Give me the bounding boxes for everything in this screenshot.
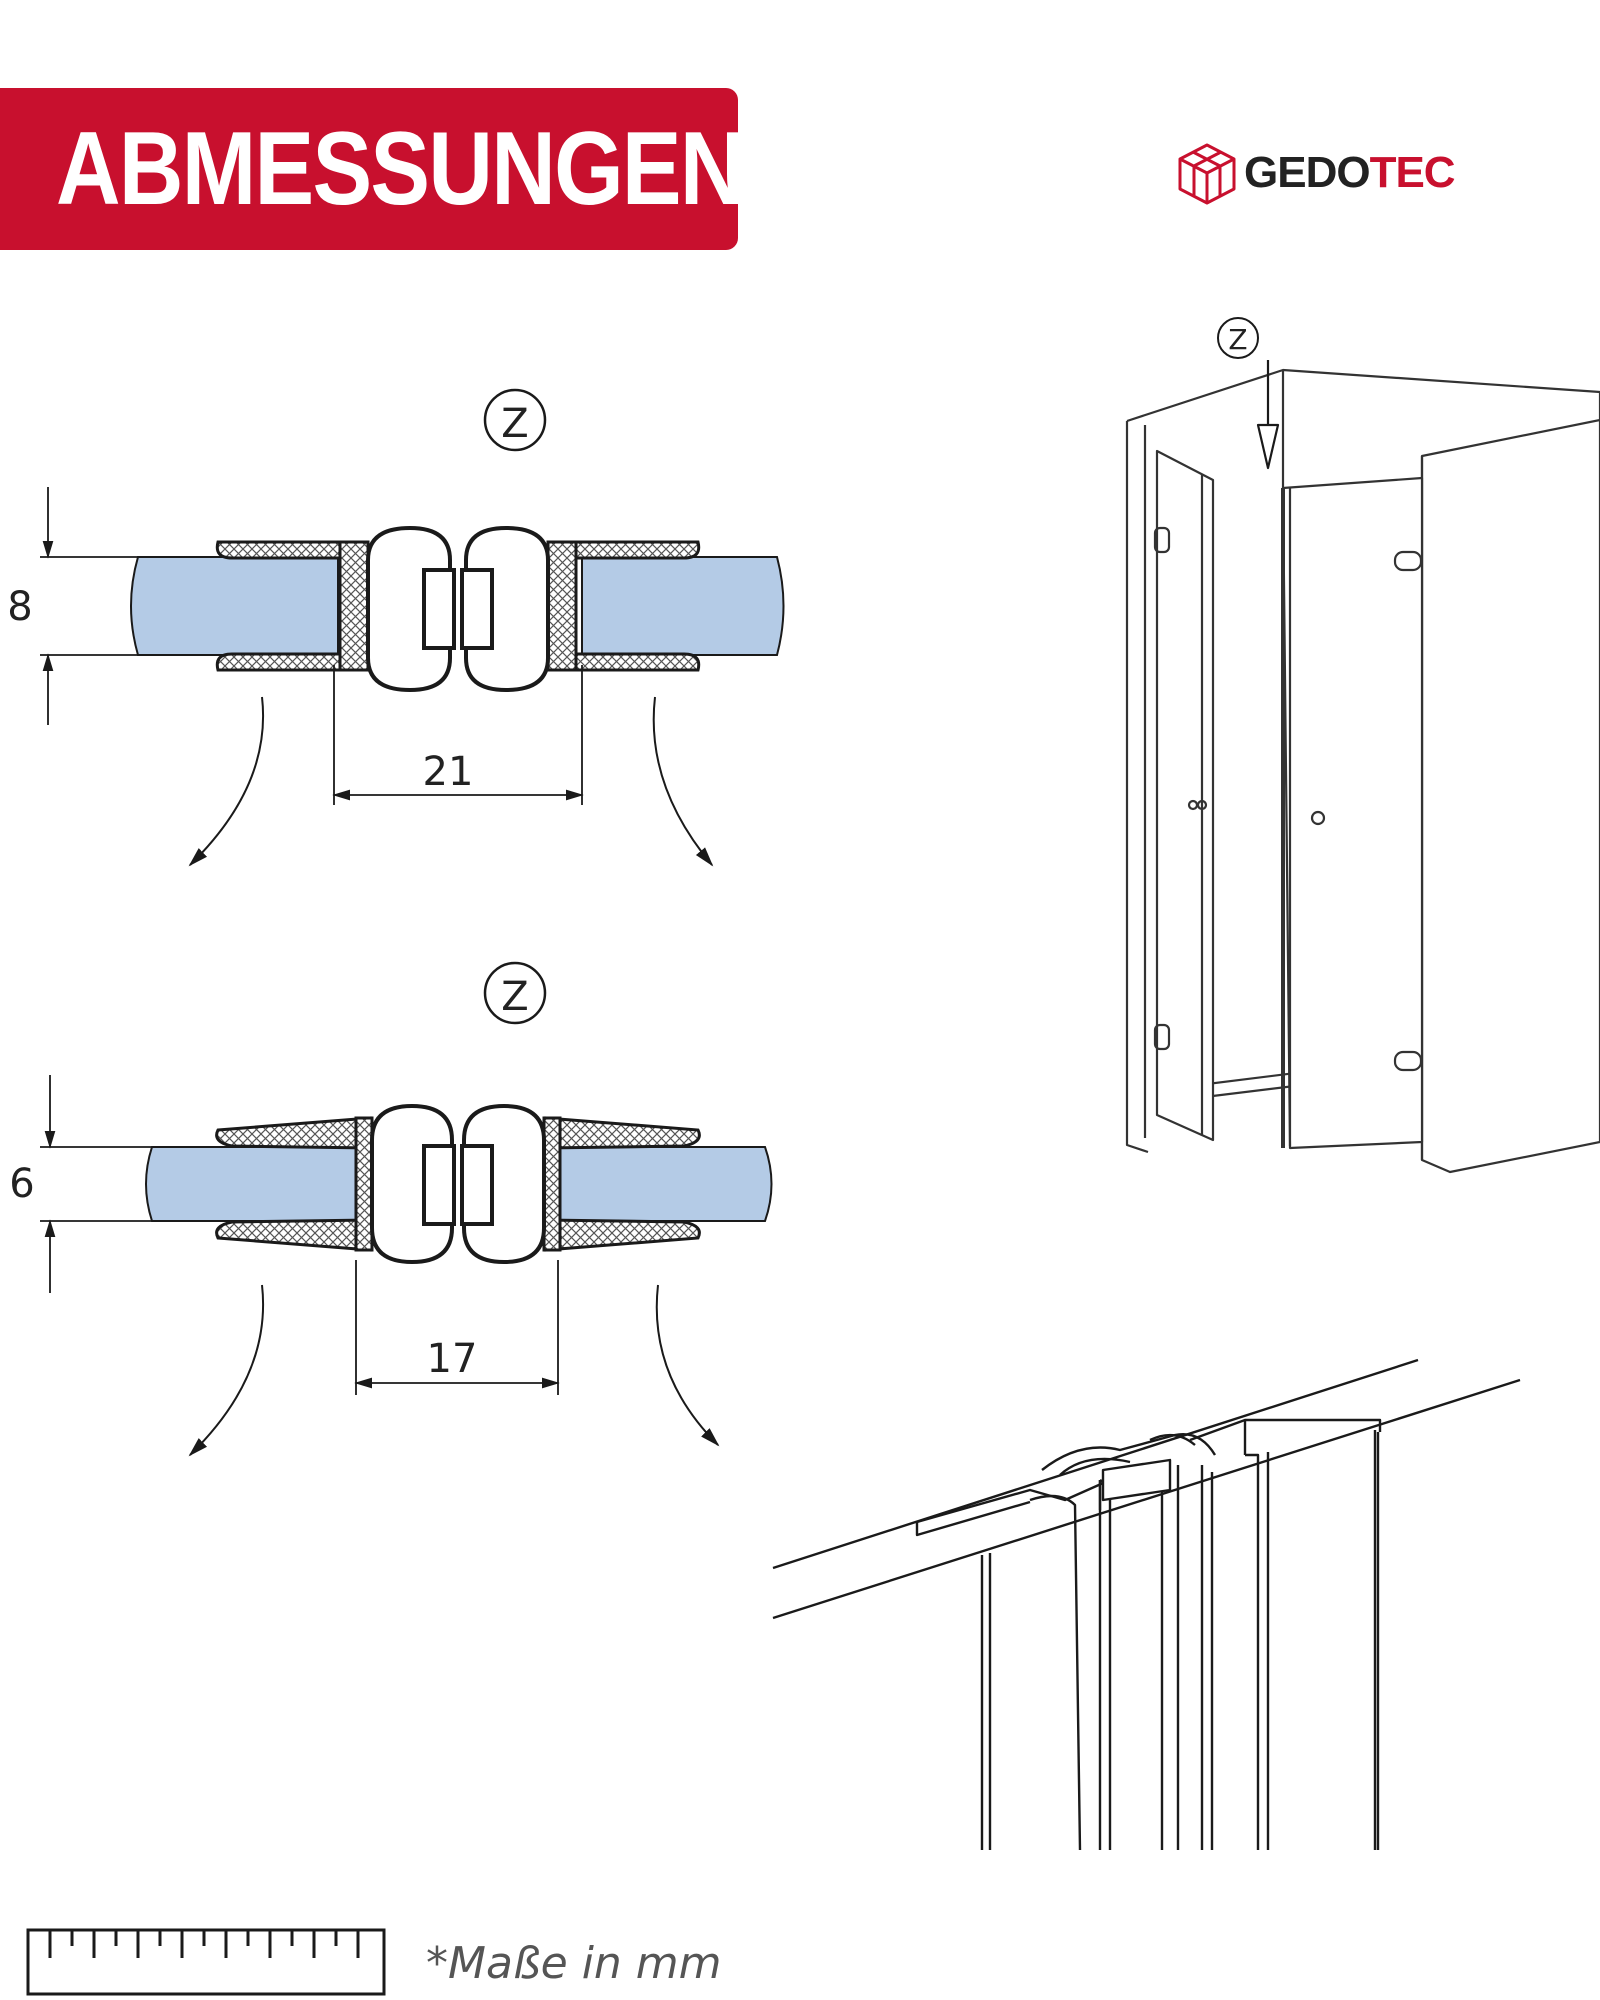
glass-panel-left-a [130,556,339,656]
title-banner: ABMESSUNGEN [0,88,744,250]
width-dimension-a [332,665,584,805]
brand-name-part2: TEC [1369,148,1456,197]
height-dimension-a [40,487,138,725]
shower-cabin-illustration [1125,360,1600,1174]
detail-label-a: Z [501,401,528,447]
seal-3d-detail [772,1358,1521,1851]
brand-name: GEDOTEC [1244,148,1456,198]
brand-name-part1: GEDO [1244,148,1371,197]
detail-label-cabin: Z [1228,323,1247,356]
page-title: ABMESSUNGEN [56,111,744,227]
height-label-b: 6 [9,1161,34,1207]
detail-marker-a: Z [483,388,547,452]
glass-panel-right-b [559,1146,773,1222]
seal-profile-a: Z 8 21 [7,388,785,867]
swing-arrows-b [188,1284,720,1457]
glass-panel-left-b [145,1146,357,1222]
height-label-a: 8 [7,584,32,630]
seal-body-b [215,1103,701,1265]
unit-note: *Maße in mm [426,1938,722,1989]
height-dimension-b [40,1075,152,1293]
ruler-icon [26,1928,386,1996]
width-label-b: 17 [427,1336,478,1382]
glass-panel-right-a [581,556,785,656]
detail-marker-cabin: Z [1217,317,1259,359]
seal-body-a [215,525,701,693]
logo-cube-icon [1178,143,1236,205]
seal-profile-b: Z 6 17 [9,961,773,1457]
width-label-a: 21 [423,749,474,795]
swing-arrows-a [188,696,714,867]
detail-label-b: Z [501,974,528,1020]
width-dimension-b [354,1260,560,1395]
brand-logo: GEDOTEC [1176,142,1466,206]
detail-marker-b: Z [483,961,547,1025]
